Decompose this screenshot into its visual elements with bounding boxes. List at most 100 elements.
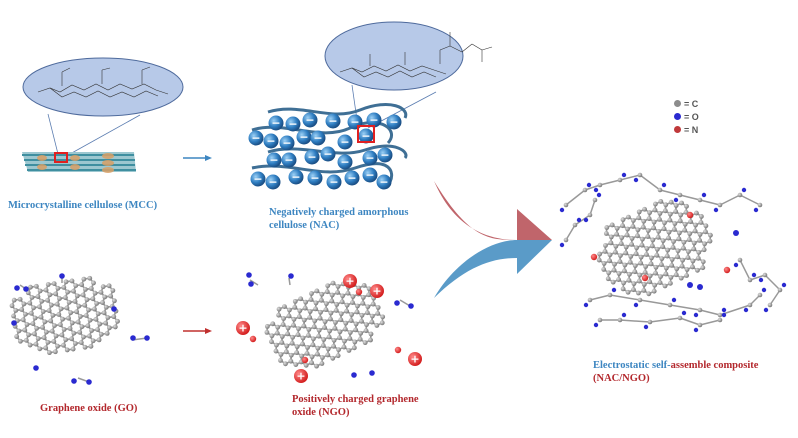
carbon-atom	[111, 314, 117, 320]
carbon-atom	[647, 279, 653, 285]
carbon-atom	[757, 202, 763, 208]
carbon-atom	[57, 296, 62, 301]
carbon-atom	[291, 316, 297, 322]
carbon-atom	[354, 309, 360, 315]
negative-charge-sphere: −	[250, 171, 266, 187]
carbon-atom	[47, 350, 52, 356]
carbon-atom	[108, 293, 114, 299]
carbon-atom	[328, 316, 333, 322]
positive-charge-sphere: +	[370, 284, 384, 298]
carbon-atom	[319, 291, 325, 297]
oxygen-atom	[741, 187, 747, 193]
carbon-atom	[353, 321, 359, 327]
carbon-atom	[762, 272, 768, 278]
carbon-atom	[92, 290, 98, 296]
carbon-atom	[296, 314, 302, 320]
carbon-atom	[352, 339, 358, 345]
carbon-atom	[697, 232, 703, 237]
carbon-atom	[642, 206, 648, 212]
negative-charge-sphere: −	[376, 174, 392, 190]
carbon-atom	[638, 260, 644, 266]
carbon-atom	[337, 335, 342, 341]
carbon-atom	[650, 237, 656, 243]
oxygen-atom	[743, 307, 749, 313]
carbon-atom	[41, 335, 47, 341]
carbon-atom	[43, 329, 49, 335]
negative-charge-sphere: −	[304, 149, 320, 165]
oxygen-atom	[59, 273, 65, 279]
oxygen-atom	[593, 187, 599, 193]
carbon-atom	[50, 312, 56, 318]
carbon-atom	[264, 323, 270, 329]
carbon-atom	[300, 341, 305, 347]
carbon-atom	[563, 237, 569, 243]
legend-item-carbon: = C	[674, 97, 699, 110]
carbon-atom	[45, 339, 51, 345]
carbon-atom	[660, 244, 666, 250]
label-ngo: Positively charged graphene oxide (NGO)	[292, 394, 419, 418]
carbon-atom	[35, 336, 41, 341]
carbon-atom	[350, 300, 355, 305]
label-composite: Electrostatic self-assemble composite (N…	[593, 360, 759, 384]
svg-text:−: −	[251, 132, 260, 145]
label-nac: Negatively charged amorphous cellulose (…	[269, 207, 409, 231]
carbon-atom	[592, 197, 598, 203]
oxygen-atom	[23, 286, 29, 292]
carbon-atom	[662, 208, 668, 214]
nitrogen-atom	[394, 346, 402, 354]
oxygen-atom	[673, 197, 679, 203]
carbon-atom	[315, 345, 321, 351]
carbon-atom	[609, 222, 615, 228]
carbon-atom	[305, 345, 310, 350]
svg-text:−: −	[365, 152, 374, 165]
carbon-atom	[336, 347, 341, 353]
carbon-atom	[333, 308, 339, 313]
carbon-atom	[33, 341, 39, 347]
carbon-atom	[279, 334, 285, 339]
carbon-atom	[52, 323, 57, 329]
carbon-atom	[375, 311, 381, 316]
oxygen-atom	[14, 285, 20, 291]
carbon-atom	[325, 346, 331, 352]
carbon-atom	[606, 270, 612, 276]
negative-charge-sphere: −	[337, 154, 353, 170]
carbon-atom	[310, 342, 316, 348]
carbon-atom	[101, 310, 107, 316]
oxygen-atom	[761, 287, 767, 293]
carbon-atom	[597, 251, 603, 257]
carbon-atom	[309, 291, 314, 296]
carbon-atom	[767, 302, 773, 308]
carbon-atom	[670, 245, 676, 250]
carbon-atom	[667, 302, 673, 308]
carbon-atom	[611, 267, 617, 273]
oxygen-atom	[130, 335, 136, 341]
carbon-atom	[625, 289, 631, 295]
carbon-atom	[659, 256, 665, 262]
carbon-atom	[623, 244, 629, 250]
carbon-atom	[617, 253, 623, 259]
carbon-atom	[103, 320, 109, 326]
carbon-atom	[361, 283, 367, 288]
carbon-atom	[347, 336, 353, 341]
carbon-atom	[35, 294, 41, 299]
graphene-oxide-molecule	[9, 273, 150, 385]
carbon-atom	[673, 272, 679, 278]
carbon-atom	[666, 229, 672, 235]
carbon-atom	[676, 230, 682, 236]
carbon-atom	[285, 331, 291, 337]
carbon-atom	[54, 301, 60, 307]
carbon-atom	[48, 318, 54, 324]
carbon-atom	[673, 203, 679, 208]
oxygen-atom	[733, 262, 739, 268]
carbon-atom	[690, 258, 696, 264]
carbon-atom	[23, 311, 28, 317]
negative-charge-sphere: −	[279, 135, 295, 151]
legend-item-oxygen: = O	[674, 110, 699, 123]
carbon-atom	[602, 249, 608, 254]
svg-text:−: −	[389, 116, 398, 129]
carbon-atom	[301, 323, 307, 329]
negative-charge-sphere: −	[310, 130, 326, 146]
carbon-atom	[622, 268, 627, 274]
carbon-atom	[681, 245, 686, 251]
carbon-atom	[13, 308, 19, 313]
